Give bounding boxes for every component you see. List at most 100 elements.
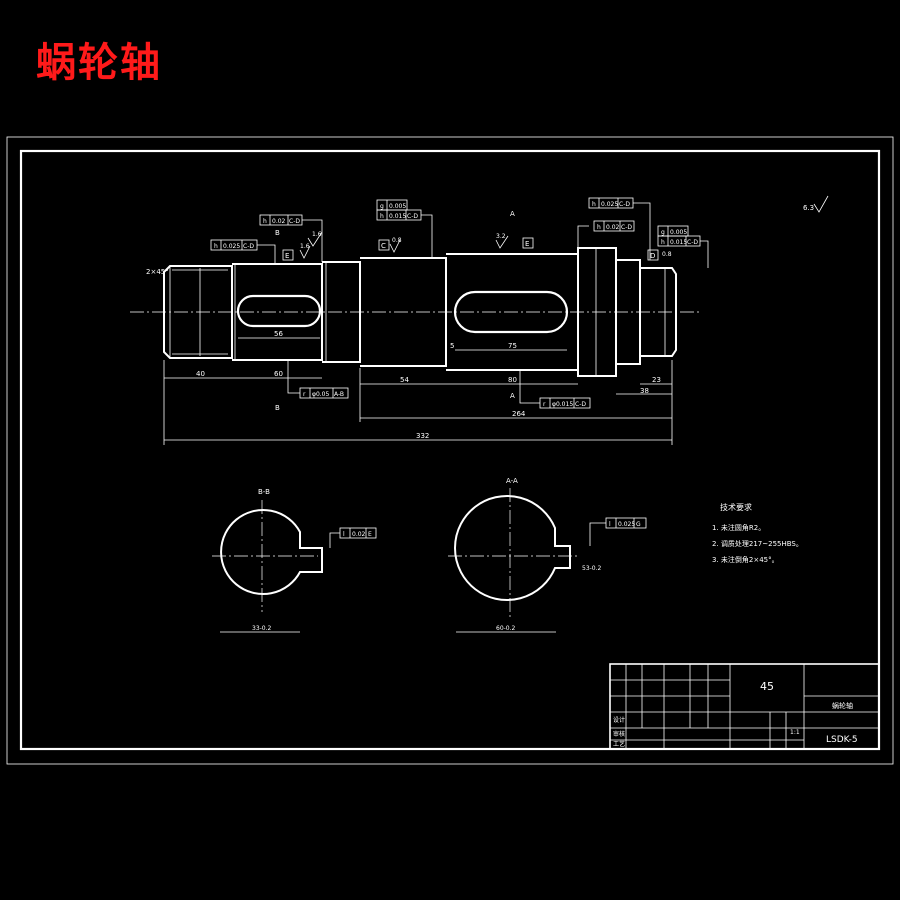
svg-text:C-D: C-D [619,201,630,208]
svg-text:E: E [368,531,372,538]
roughness-other: 6.3 [803,204,814,212]
datum-c: C [378,239,390,251]
svg-text:l: l [343,531,345,538]
tech-req-item: 2. 调质处理217~255HBS。 [712,539,803,548]
view-marker-a-bottom: A [510,392,515,400]
svg-text:C-D: C-D [243,243,254,250]
svg-text:0.015: 0.015 [670,239,687,246]
chamfer-note: 2×45° [146,268,169,276]
svg-text:0.025: 0.025 [618,521,635,528]
svg-text:60-0.2: 60-0.2 [496,625,516,632]
svg-text:C-D: C-D [621,224,632,231]
roughness-3: 0.8 [392,237,402,244]
svg-text:C: C [381,242,386,250]
svg-text:0.025: 0.025 [601,201,618,208]
svg-text:h: h [380,213,384,220]
svg-text:g: g [380,203,384,210]
roughness-5: 0.8 [662,251,672,258]
dim-54: 54 [400,376,409,384]
view-marker-b-top: B [275,229,280,237]
svg-text:r: r [543,401,546,408]
svg-text:h: h [263,218,267,225]
inner-frame [19,149,881,751]
roughness-marks [299,195,829,259]
dim-80: 80 [508,376,517,384]
datum-e: E [282,249,294,261]
dim-keyway-75: 75 [508,342,517,350]
title-block [609,663,880,750]
leader-lines [257,202,709,404]
dim-40: 40 [196,370,205,378]
svg-text:φ0.05: φ0.05 [312,391,330,398]
shaft-outline [163,247,677,377]
svg-text:C-D: C-D [575,401,586,408]
svg-text:r: r [303,391,306,398]
svg-text:0.005: 0.005 [389,203,406,210]
svg-text:G: G [636,521,641,528]
view-marker-b-bottom: B [275,404,280,412]
tech-req-item: 1. 未注圆角R2。 [712,523,765,532]
svg-text:φ0.015: φ0.015 [552,401,573,408]
roughness-1: 1.6 [312,231,322,238]
keyway-large [453,290,569,334]
process-label: 工艺 [613,740,625,748]
dim-keyway-56: 56 [274,330,283,338]
dim-23: 23 [652,376,661,384]
svg-text:0.005: 0.005 [670,229,687,236]
outer-frame [6,136,894,765]
svg-text:0.02: 0.02 [272,218,286,225]
drawing-title: 蜗轮轴 [36,39,162,86]
svg-text:g: g [661,229,665,236]
svg-text:0.02: 0.02 [606,224,620,231]
dim-38: 38 [640,387,649,395]
svg-text:B-B: B-B [258,488,270,496]
review-label: 审核 [613,730,625,738]
datum-d: D [647,249,659,261]
svg-text:A-A: A-A [506,477,518,485]
material: 45 [760,680,774,693]
svg-text:A-B: A-B [334,391,344,398]
svg-text:l: l [609,521,611,528]
datum-e-2: E [522,237,534,249]
svg-text:0.015: 0.015 [389,213,406,220]
tech-req-heading: 技术要求 [720,502,752,512]
view-marker-a-top: A [510,210,515,218]
svg-text:h: h [592,201,596,208]
tech-requirements: 技术要求 1. 未注圆角R2。 2. 调质处理217~255HBS。 3. 未注… [712,502,803,564]
svg-text:53-0.2: 53-0.2 [582,565,602,572]
tech-req-item: 3. 未注倒角2×45°。 [712,555,779,564]
svg-text:E: E [525,240,529,248]
roughness-4: 1.6 [300,243,310,250]
svg-text:h: h [597,224,601,231]
svg-text:h: h [661,239,665,246]
svg-text:C-D: C-D [289,218,300,225]
tol-frame-bottom-1: r φ0.05 A-B [299,387,349,399]
keyway-small [236,294,322,328]
part-name: 蜗轮轴 [832,701,853,710]
dim-main-span: 264 [512,410,526,418]
dim-60: 60 [274,370,283,378]
designer-label: 设计 [613,716,625,724]
svg-text:C-D: C-D [687,239,698,246]
svg-text:0.02: 0.02 [352,531,366,538]
svg-text:0.025: 0.025 [223,243,240,250]
dim-5: 5 [450,342,454,350]
dim-overall: 332 [416,432,429,440]
drawing-number: LSDK-5 [826,735,858,745]
roughness-2: 3.2 [496,233,506,240]
scale: 1:1 [790,729,800,736]
svg-text:h: h [214,243,218,250]
svg-text:E: E [285,252,289,260]
svg-text:C-D: C-D [407,213,418,220]
svg-text:D: D [650,252,655,260]
dimension-lines [163,268,673,445]
